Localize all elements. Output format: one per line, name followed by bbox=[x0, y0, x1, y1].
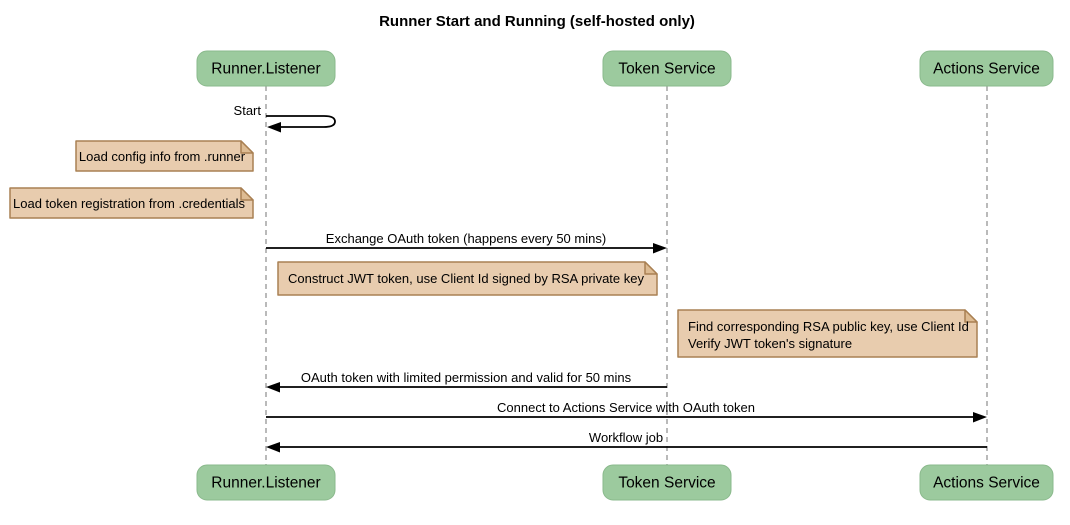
participant-box bbox=[919, 50, 1054, 87]
note-text-line2: Verify JWT token's signature bbox=[688, 336, 852, 351]
participant-actions-service-top: Actions Service bbox=[919, 50, 1054, 87]
note-fold-corner bbox=[964, 309, 978, 323]
note-text-line1: Find corresponding RSA public key, use C… bbox=[688, 319, 969, 334]
note-construct-jwt: Construct JWT token, use Client Id signe… bbox=[277, 261, 658, 296]
note-text: Load token registration from .credential… bbox=[13, 196, 245, 211]
participant-label: Token Service bbox=[618, 61, 715, 78]
message-arrowhead-left bbox=[266, 442, 280, 453]
note-body bbox=[75, 140, 254, 172]
note-text: Load config info from .runner bbox=[79, 149, 246, 164]
participant-token-service-bottom: Token Service bbox=[602, 464, 732, 501]
participant-box bbox=[602, 464, 732, 501]
note-verify-jwt: Find corresponding RSA public key, use C… bbox=[677, 309, 978, 358]
message-workflow-job: Workflow job bbox=[266, 430, 987, 453]
self-message-start: Start bbox=[234, 103, 336, 133]
participant-runner-listener-bottom: Runner.Listener bbox=[196, 464, 336, 501]
message-arrowhead-right bbox=[973, 412, 987, 423]
message-arrowhead-right bbox=[653, 243, 667, 254]
note-load-token-registration: Load token registration from .credential… bbox=[9, 187, 254, 219]
participant-runner-listener-top: Runner.Listener bbox=[196, 50, 336, 87]
message-oauth-token-return: OAuth token with limited permission and … bbox=[266, 370, 667, 393]
message-label: OAuth token with limited permission and … bbox=[301, 370, 632, 385]
participant-box bbox=[196, 464, 336, 501]
message-exchange-oauth-token: Exchange OAuth token (happens every 50 m… bbox=[266, 231, 667, 254]
note-load-config: Load config info from .runner bbox=[75, 140, 254, 172]
message-arrowhead-left bbox=[266, 382, 280, 393]
participant-label: Runner.Listener bbox=[211, 475, 320, 492]
note-fold-corner bbox=[644, 261, 658, 275]
participant-label: Actions Service bbox=[933, 475, 1040, 492]
self-message-label: Start bbox=[234, 103, 262, 118]
participant-box bbox=[919, 464, 1054, 501]
message-connect-actions-service: Connect to Actions Service with OAuth to… bbox=[266, 400, 987, 423]
participant-box bbox=[602, 50, 732, 87]
message-label: Workflow job bbox=[589, 430, 663, 445]
self-message-loop-line bbox=[266, 115, 336, 128]
note-body bbox=[677, 309, 978, 358]
note-body bbox=[9, 187, 254, 219]
participant-label: Runner.Listener bbox=[211, 61, 320, 78]
self-message-arrowhead bbox=[267, 122, 281, 133]
participant-label: Actions Service bbox=[933, 61, 1040, 78]
participant-label: Token Service bbox=[618, 475, 715, 492]
participant-token-service-top: Token Service bbox=[602, 50, 732, 87]
note-body bbox=[277, 261, 658, 296]
message-label: Connect to Actions Service with OAuth to… bbox=[497, 400, 755, 415]
note-fold-corner bbox=[240, 140, 254, 154]
participant-box bbox=[196, 50, 336, 87]
note-fold-corner bbox=[240, 187, 254, 201]
participant-actions-service-bottom: Actions Service bbox=[919, 464, 1054, 501]
note-text: Construct JWT token, use Client Id signe… bbox=[288, 271, 644, 286]
message-label: Exchange OAuth token (happens every 50 m… bbox=[326, 231, 606, 246]
diagram-title: Runner Start and Running (self-hosted on… bbox=[379, 13, 695, 30]
